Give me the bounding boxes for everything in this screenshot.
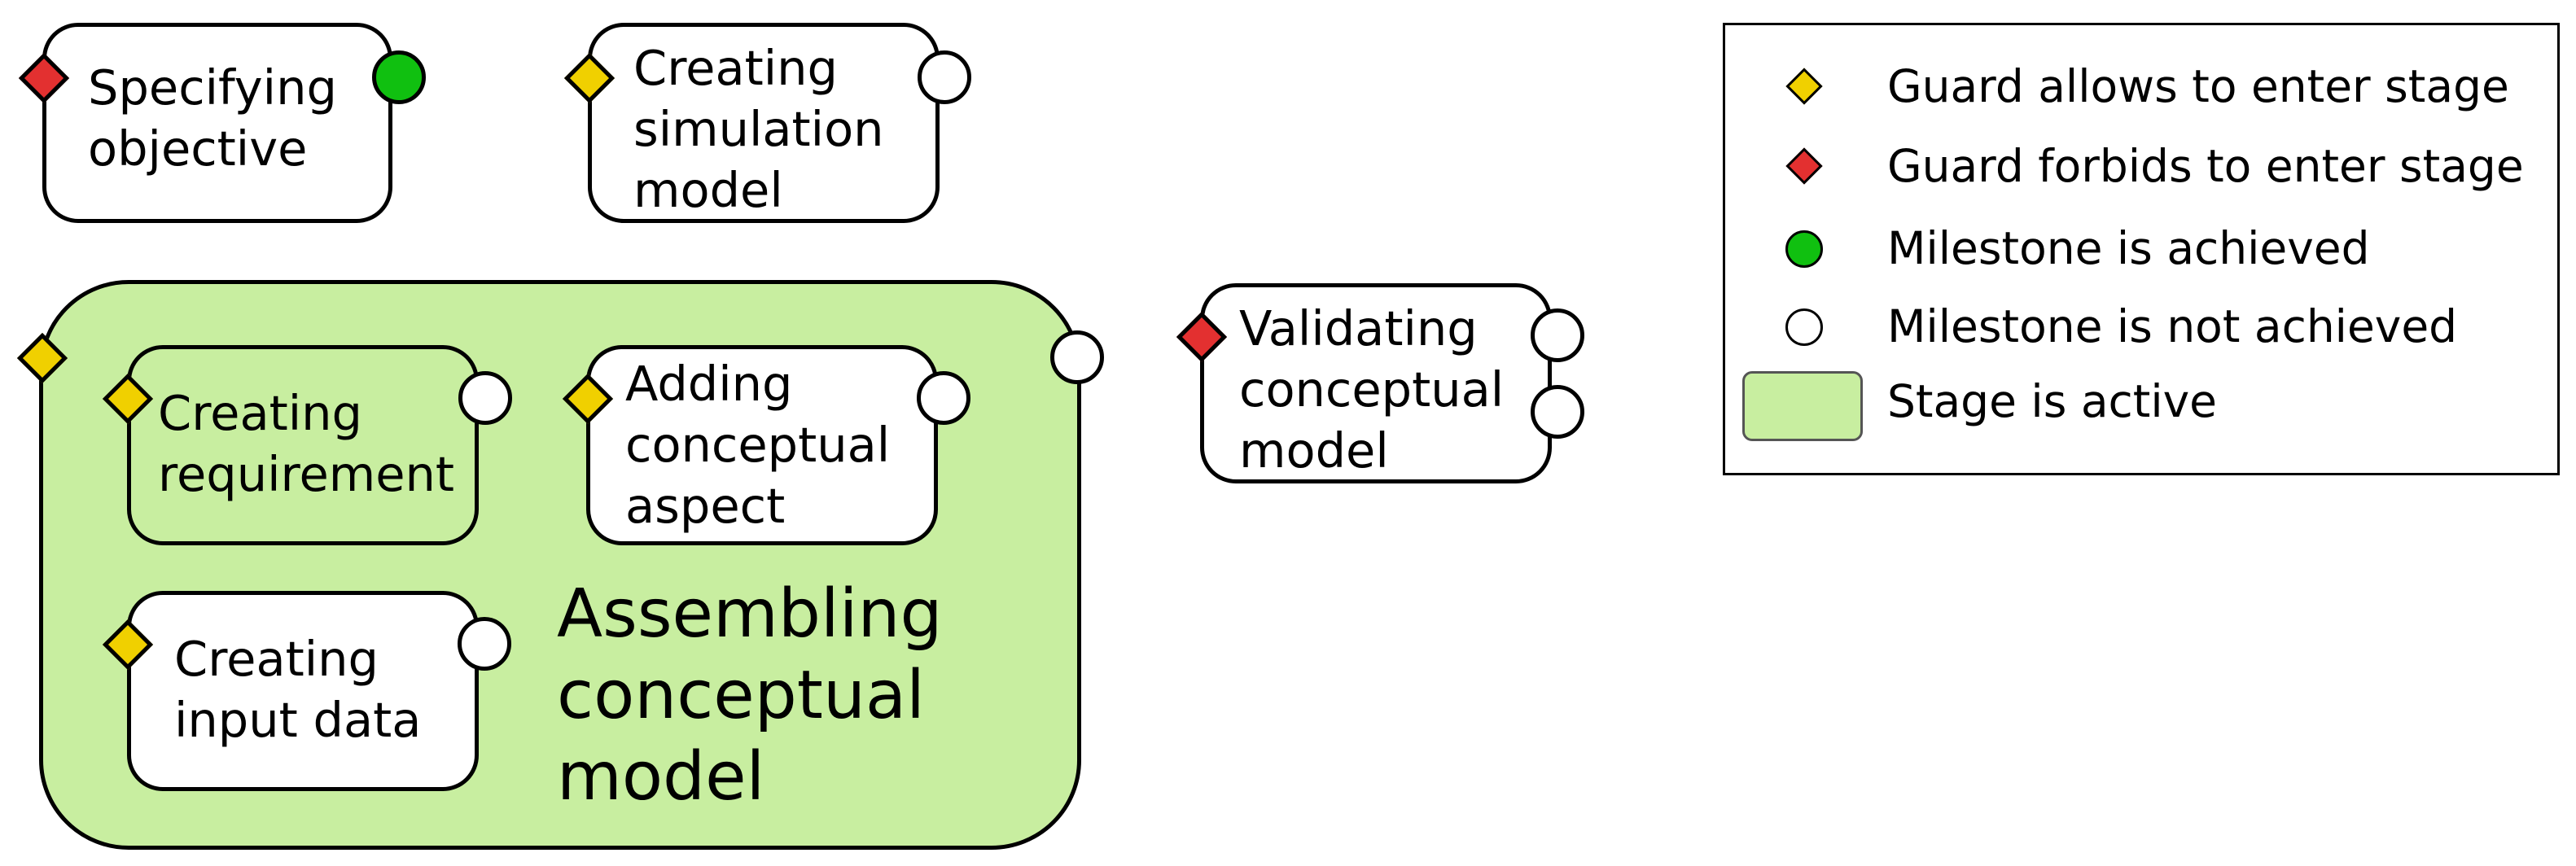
legend-label-milestone-achieved: Milestone is achieved	[1887, 222, 2370, 274]
milestone-not-achieved-icon	[1531, 385, 1584, 439]
stage-adding-conceptual-aspect[interactable]	[586, 345, 938, 545]
stage-validating-conceptual-model[interactable]	[1200, 283, 1552, 483]
milestone-not-achieved-icon	[1050, 330, 1104, 384]
stage-label-creating-simulation-model: Creating simulation model	[633, 40, 884, 218]
stage-label-validating-conceptual-model: Validating conceptual model	[1239, 300, 1505, 479]
milestone-not-achieved-icon	[1531, 308, 1584, 362]
milestone-not-achieved-icon	[458, 371, 512, 425]
legend-milestone-not-achieved-icon	[1785, 308, 1823, 346]
legend-stage-active-swatch	[1742, 371, 1863, 441]
stage-label-creating-input-data: Creating input data	[174, 631, 422, 748]
stage-creating-requirement[interactable]	[127, 345, 479, 545]
milestone-not-achieved-icon	[917, 371, 970, 425]
legend-milestone-achieved-icon	[1785, 230, 1823, 268]
stage-label-adding-conceptual-aspect: Adding conceptual aspect	[625, 356, 891, 534]
legend-label-stage-active: Stage is active	[1887, 375, 2218, 427]
milestone-not-achieved-icon	[458, 617, 511, 671]
milestone-not-achieved-icon	[918, 50, 971, 104]
stage-specifying-objective[interactable]	[42, 23, 392, 223]
stage-label-creating-requirement: Creating requirement	[158, 385, 455, 502]
stage-creating-input-data[interactable]	[127, 591, 479, 791]
stage-label-assembling-conceptual-model: Assembling conceptual model	[557, 575, 943, 816]
legend-label-milestone-not-achieved: Milestone is not achieved	[1887, 300, 2458, 352]
legend-label-guard-allows: Guard allows to enter stage	[1887, 60, 2509, 112]
stage-creating-simulation-model[interactable]	[588, 23, 940, 223]
legend-label-guard-forbids: Guard forbids to enter stage	[1887, 140, 2524, 192]
stage-label-specifying-objective: Specifying objective	[88, 59, 337, 177]
milestone-achieved-icon	[372, 50, 426, 104]
